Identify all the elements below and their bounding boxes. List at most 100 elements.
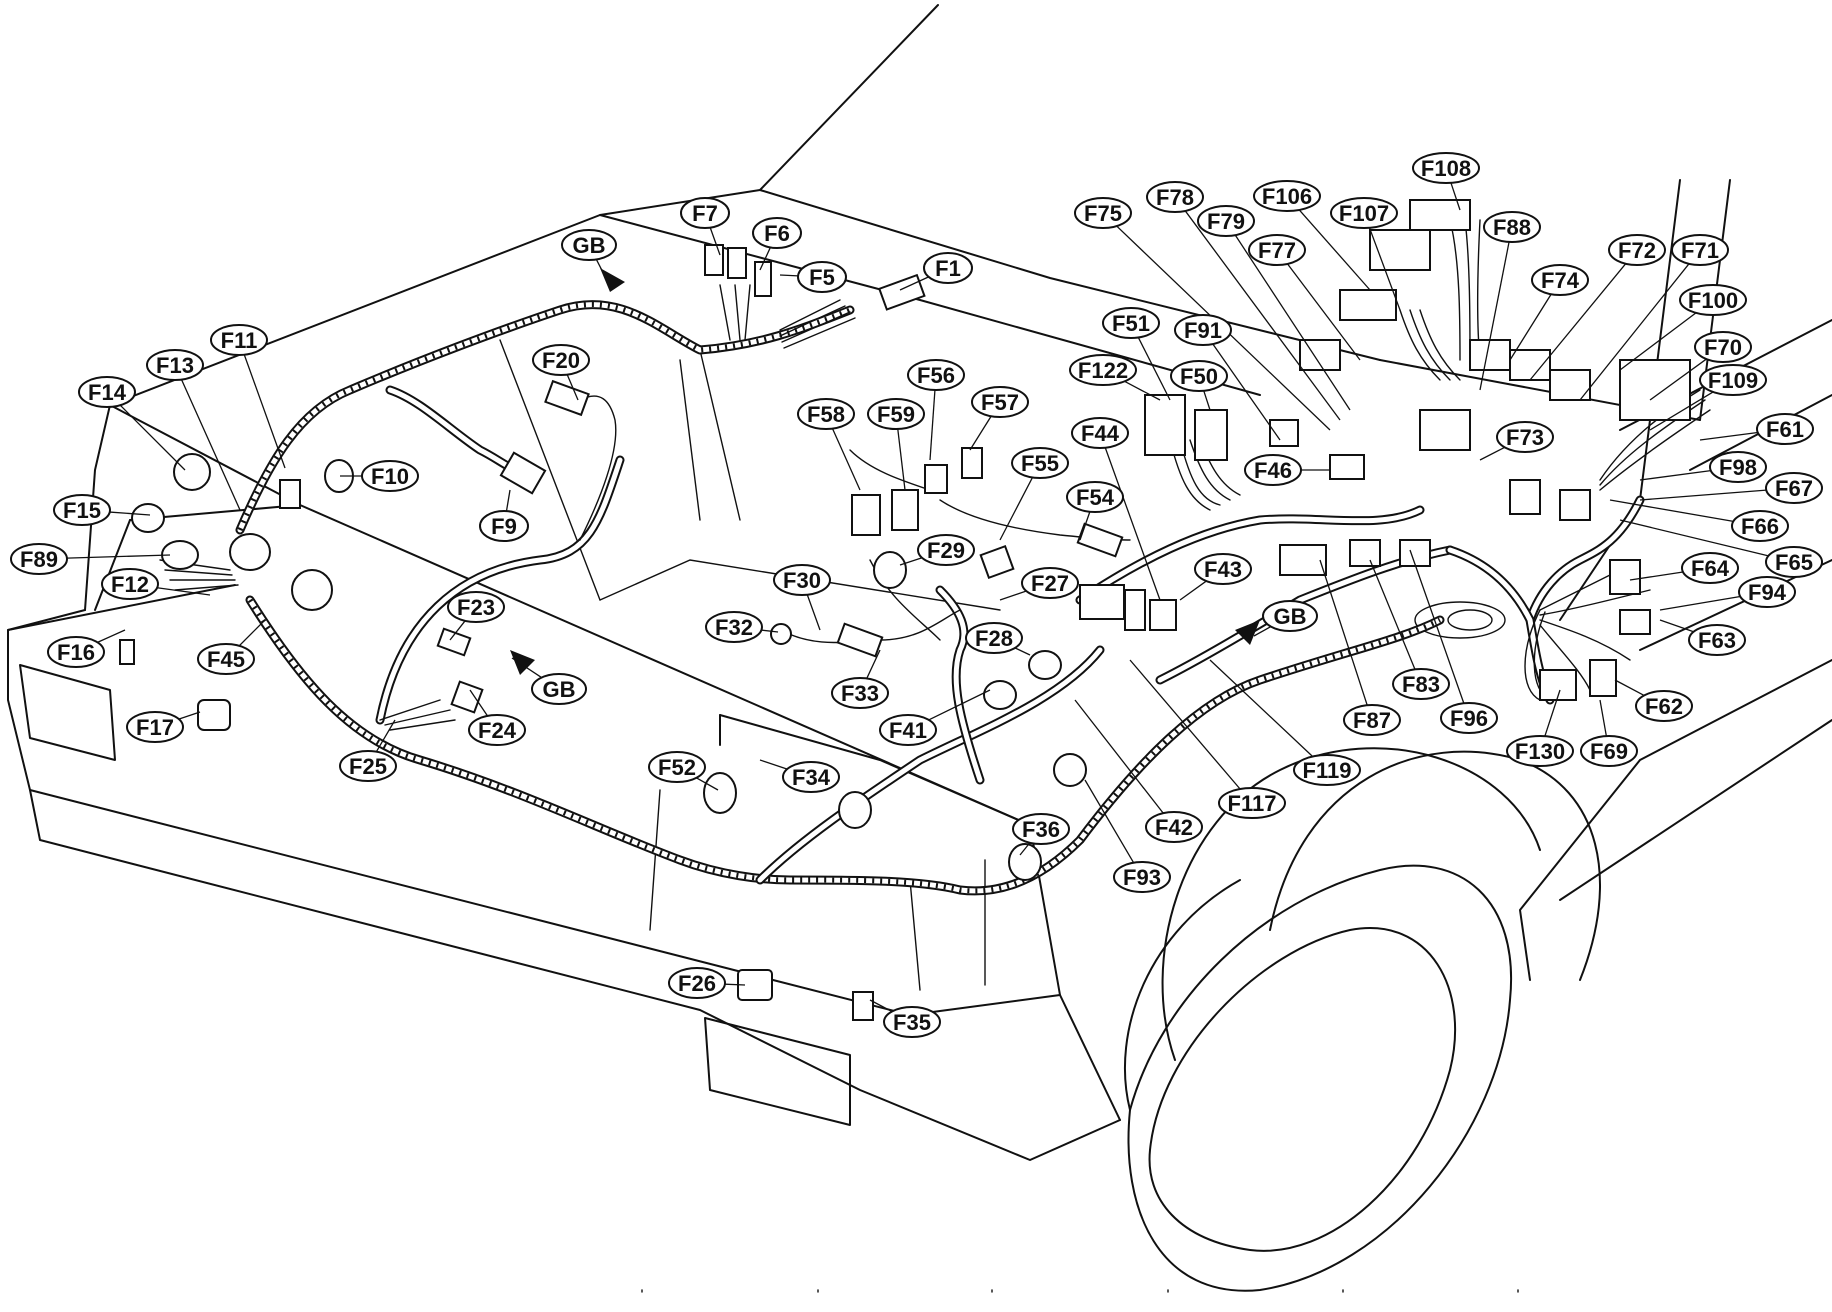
leader-line-f25 <box>375 719 396 753</box>
leader-line-f23 <box>449 620 466 641</box>
callout-text: F17 <box>136 715 174 740</box>
connector-f57 <box>961 447 983 479</box>
ground-arrow-icon <box>510 650 535 675</box>
callout-f16: F16 <box>47 636 105 668</box>
callout-text: F64 <box>1691 556 1730 581</box>
callout-oval <box>923 252 973 284</box>
connector-f27 <box>1079 584 1125 620</box>
callout-f89: F89 <box>10 543 68 575</box>
leader-line-f69 <box>1599 699 1608 737</box>
callout-text: F6 <box>764 221 790 246</box>
connector-f44 <box>1149 599 1177 631</box>
callout-text: F29 <box>927 538 965 563</box>
callout-oval <box>1580 735 1638 767</box>
callout-oval <box>1248 234 1306 266</box>
connector-f20 <box>544 379 590 417</box>
callout-f77: F77 <box>1248 234 1306 266</box>
callout-gb3: GB <box>1262 600 1318 632</box>
callout-text: F78 <box>1156 185 1194 210</box>
callout-f122: F122 <box>1069 354 1137 386</box>
callout-oval <box>1688 624 1746 656</box>
leader-line-f54 <box>1079 511 1091 541</box>
connector-f17 <box>197 699 231 731</box>
leader-line-f26 <box>724 983 746 986</box>
connector-f100 <box>1619 359 1691 421</box>
connector-f43 <box>1124 589 1146 631</box>
callout-text: F7 <box>692 201 718 226</box>
callout-f33: F33 <box>831 677 889 709</box>
connector-f108 <box>1409 199 1471 231</box>
callout-oval <box>1506 735 1574 767</box>
callout-oval <box>797 261 847 293</box>
callout-f74: F74 <box>1531 264 1589 296</box>
wire-bundles <box>159 219 1711 731</box>
callout-text: F59 <box>877 402 915 427</box>
callout-f78: F78 <box>1146 181 1204 213</box>
callout-f107: F107 <box>1330 197 1398 229</box>
callout-text: F108 <box>1421 156 1471 181</box>
leader-line-f32 <box>761 629 779 633</box>
callout-f23: F23 <box>447 591 505 623</box>
connector-f14 <box>173 453 211 491</box>
connector-f122 <box>1144 394 1186 456</box>
callout-f67: F67 <box>1765 472 1823 504</box>
connector-f56 <box>924 464 948 494</box>
callout-oval <box>1496 421 1554 453</box>
callout-f25: F25 <box>339 750 397 782</box>
callout-text: F65 <box>1775 550 1813 575</box>
leader-line-f9 <box>505 489 511 512</box>
callout-oval <box>1113 861 1171 893</box>
callout-oval <box>47 636 105 668</box>
connector-f7 <box>704 244 724 276</box>
callout-text: F66 <box>1741 514 1779 539</box>
callout-text: F67 <box>1775 476 1813 501</box>
callout-oval <box>1738 576 1796 608</box>
callout-f108: F108 <box>1412 152 1480 184</box>
callout-text: F36 <box>1022 817 1060 842</box>
leader-line-f74 <box>1509 293 1552 361</box>
leader-line-f72 <box>1529 263 1627 381</box>
callout-text: F46 <box>1254 458 1292 483</box>
callout-f93: F93 <box>1113 861 1171 893</box>
callout-text: F106 <box>1262 184 1312 209</box>
callout-f26: F26 <box>668 967 726 999</box>
callout-text: F28 <box>975 626 1013 651</box>
callout-f94: F94 <box>1738 576 1796 608</box>
leader-line-f20 <box>566 374 579 401</box>
leader-line-f1 <box>899 276 929 291</box>
callout-f64: F64 <box>1681 552 1739 584</box>
leader-line-f119 <box>1209 659 1314 757</box>
leader-line-f79 <box>1234 234 1351 411</box>
callout-f7: F7 <box>680 197 730 229</box>
leader-line-f122 <box>1124 380 1161 401</box>
leader-line-f109 <box>1649 391 1714 431</box>
callout-f32: F32 <box>705 611 763 643</box>
leader-line-f65 <box>1619 519 1769 557</box>
callout-text: F5 <box>809 265 835 290</box>
callout-oval <box>1392 668 1450 700</box>
callout-text: F55 <box>1021 451 1059 476</box>
leader-line-f41 <box>928 689 991 721</box>
callout-oval <box>1412 152 1480 184</box>
leader-line-f64 <box>1629 571 1684 581</box>
callout-oval <box>339 750 397 782</box>
callout-oval <box>1709 451 1767 483</box>
leader-line-f58 <box>831 428 861 491</box>
callout-oval <box>101 568 159 600</box>
callout-text: F25 <box>349 754 387 779</box>
callout-text: F94 <box>1748 580 1787 605</box>
connector-f88 <box>1469 339 1511 371</box>
callout-oval <box>10 543 68 575</box>
connector-f16 <box>119 639 135 665</box>
callout-text: F61 <box>1766 417 1804 442</box>
leader-line-f91 <box>1212 343 1281 441</box>
callout-text: F12 <box>111 572 149 597</box>
callout-f119: F119 <box>1293 754 1361 786</box>
leader-line-f62 <box>1614 679 1645 697</box>
callout-f1: F1 <box>923 252 973 284</box>
callout-text: F77 <box>1258 238 1296 263</box>
leader-line-f52 <box>696 777 719 791</box>
connector-f35 <box>852 991 874 1021</box>
